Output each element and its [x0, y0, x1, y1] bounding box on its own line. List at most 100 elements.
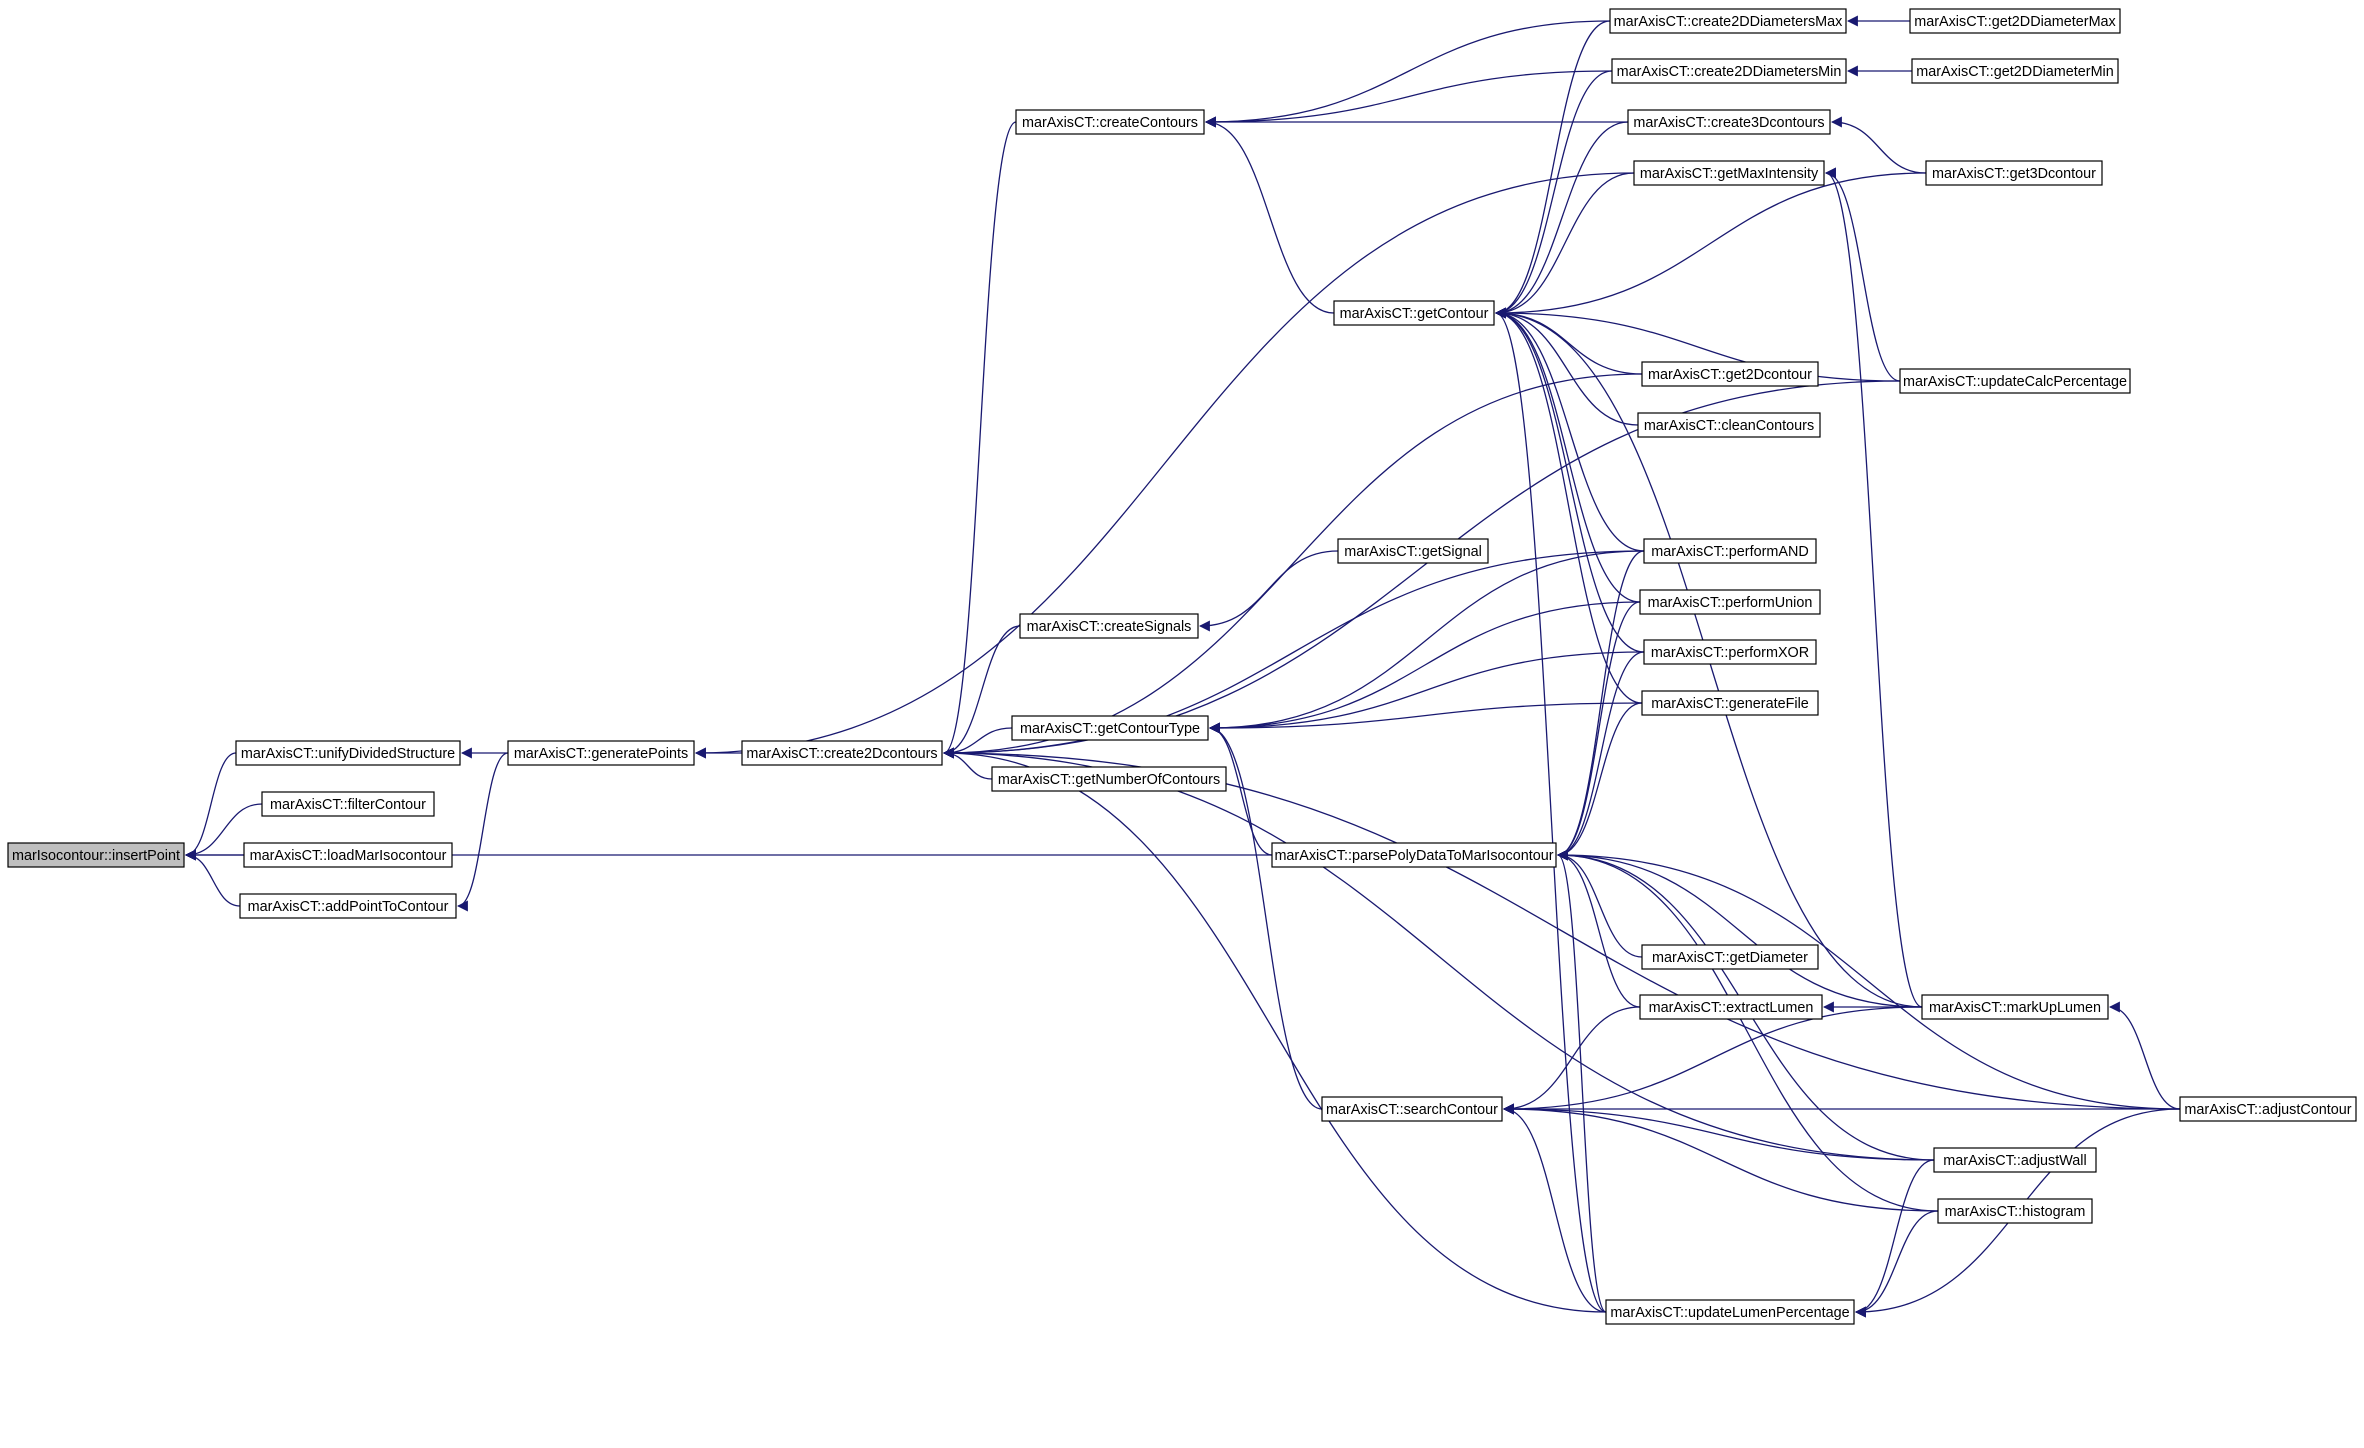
node-box-updateCalcPercentage[interactable]: [1899, 368, 2131, 394]
node-label-updateLumenPercentage: marAxisCT::updateLumenPercentage: [1610, 1305, 1849, 1321]
node-box-get2DDiameterMin[interactable]: [1911, 58, 2119, 84]
node-box-getDiameter[interactable]: [1641, 944, 1819, 970]
edge-performUnion-to-getContourType: [1208, 601, 1641, 734]
node-box-histogram[interactable]: [1937, 1198, 2093, 1224]
node-get3Dcontour[interactable]: marAxisCT::get3Dcontour: [1925, 160, 2103, 186]
node-get2DDiameterMin[interactable]: marAxisCT::get2DDiameterMin: [1911, 58, 2119, 84]
node-label-get2DDiameterMin: marAxisCT::get2DDiameterMin: [1916, 64, 2114, 80]
node-getNumberOfContours[interactable]: marAxisCT::getNumberOfContours: [991, 766, 1227, 792]
edge-getDiameter-to-parsePolyDataToMarIsocontour: [1556, 849, 1643, 958]
edge-performUnion-to-parsePolyDataToMarIsocontour: [1556, 601, 1641, 861]
node-cleanContours[interactable]: marAxisCT::cleanContours: [1637, 412, 1821, 438]
node-parsePolyDataToMarIsocontour[interactable]: marAxisCT::parsePolyDataToMarIsocontour: [1271, 842, 1557, 868]
node-label-getMaxIntensity: marAxisCT::getMaxIntensity: [1640, 166, 1819, 182]
node-box-get2DDiameterMax[interactable]: [1909, 8, 2121, 34]
node-adjustWall[interactable]: marAxisCT::adjustWall: [1933, 1147, 2097, 1173]
node-create2DDiametersMax[interactable]: marAxisCT::create2DDiametersMax: [1609, 8, 1847, 34]
node-box-performAND[interactable]: [1643, 538, 1817, 564]
edge-histogram-to-searchContour: [1502, 1103, 1939, 1212]
edge-performUnion-to-getContour: [1494, 307, 1641, 603]
node-extractLumen[interactable]: marAxisCT::extractLumen: [1639, 994, 1823, 1020]
node-box-parsePolyDataToMarIsocontour[interactable]: [1271, 842, 1557, 868]
node-histogram[interactable]: marAxisCT::histogram: [1937, 1198, 2093, 1224]
node-box-create3Dcontours[interactable]: [1627, 109, 1831, 135]
node-box-extractLumen[interactable]: [1639, 994, 1823, 1020]
node-box-getContourType[interactable]: [1011, 715, 1209, 741]
node-getMaxIntensity[interactable]: marAxisCT::getMaxIntensity: [1633, 160, 1825, 186]
node-box-generateFile[interactable]: [1641, 690, 1819, 716]
node-create2DDiametersMin[interactable]: marAxisCT::create2DDiametersMin: [1611, 58, 1847, 84]
node-box-getNumberOfContours[interactable]: [991, 766, 1227, 792]
node-generateFile[interactable]: marAxisCT::generateFile: [1641, 690, 1819, 716]
node-box-generatePoints[interactable]: [507, 740, 695, 766]
node-box-unifyDividedStructure[interactable]: [235, 740, 461, 766]
node-box-insertPoint[interactable]: [7, 842, 185, 868]
node-createContours[interactable]: marAxisCT::createContours: [1015, 109, 1205, 135]
node-performUnion[interactable]: marAxisCT::performUnion: [1639, 589, 1821, 615]
node-box-updateLumenPercentage[interactable]: [1605, 1299, 1855, 1325]
node-getDiameter[interactable]: marAxisCT::getDiameter: [1641, 944, 1819, 970]
node-markUpLumen[interactable]: marAxisCT::markUpLumen: [1921, 994, 2109, 1020]
node-box-get2Dcontour[interactable]: [1641, 361, 1819, 387]
node-box-createContours[interactable]: [1015, 109, 1205, 135]
node-unifyDividedStructure[interactable]: marAxisCT::unifyDividedStructure: [235, 740, 461, 766]
node-box-addPointToContour[interactable]: [239, 893, 457, 919]
node-box-filterContour[interactable]: [261, 791, 435, 817]
edge-performAND-to-create2Dcontours: [942, 550, 1645, 759]
node-generatePoints[interactable]: marAxisCT::generatePoints: [507, 740, 695, 766]
node-updateLumenPercentage[interactable]: marAxisCT::updateLumenPercentage: [1605, 1299, 1855, 1325]
node-adjustContour[interactable]: marAxisCT::adjustContour: [2179, 1096, 2357, 1122]
node-label-generateFile: marAxisCT::generateFile: [1651, 696, 1809, 712]
node-get2Dcontour[interactable]: marAxisCT::get2Dcontour: [1641, 361, 1819, 387]
node-label-performAND: marAxisCT::performAND: [1651, 544, 1809, 560]
node-box-create2Dcontours[interactable]: [741, 740, 943, 766]
node-updateCalcPercentage[interactable]: marAxisCT::updateCalcPercentage: [1899, 368, 2131, 394]
node-filterContour[interactable]: marAxisCT::filterContour: [261, 791, 435, 817]
node-create2Dcontours[interactable]: marAxisCT::create2Dcontours: [741, 740, 943, 766]
node-box-getContour[interactable]: [1333, 300, 1495, 326]
node-box-createSignals[interactable]: [1019, 613, 1199, 639]
node-get2DDiameterMax[interactable]: marAxisCT::get2DDiameterMax: [1909, 8, 2121, 34]
node-insertPoint[interactable]: marIsocontour::insertPoint: [7, 842, 185, 868]
node-box-adjustContour[interactable]: [2179, 1096, 2357, 1122]
node-box-performXOR[interactable]: [1643, 639, 1817, 665]
node-performXOR[interactable]: marAxisCT::performXOR: [1643, 639, 1817, 665]
node-box-adjustWall[interactable]: [1933, 1147, 2097, 1173]
edge-updateLumenPercentage-to-searchContour: [1502, 1103, 1607, 1313]
node-box-getMaxIntensity[interactable]: [1633, 160, 1825, 186]
node-addPointToContour[interactable]: marAxisCT::addPointToContour: [239, 893, 457, 919]
node-label-updateCalcPercentage: marAxisCT::updateCalcPercentage: [1903, 374, 2127, 390]
edge-histogram-to-updateLumenPercentage: [1854, 1210, 1939, 1318]
node-label-get3Dcontour: marAxisCT::get3Dcontour: [1932, 166, 2096, 182]
node-loadMarIsocontour[interactable]: marAxisCT::loadMarIsocontour: [243, 842, 453, 868]
node-label-getNumberOfContours: marAxisCT::getNumberOfContours: [998, 772, 1220, 788]
edge-adjustContour-to-create2Dcontours: [942, 747, 2181, 1110]
edge-getNumberOfContours-to-create2Dcontours: [942, 747, 993, 780]
edge-performXOR-to-getContour: [1494, 307, 1645, 653]
node-box-getSignal[interactable]: [1337, 538, 1489, 564]
edge-updateLumenPercentage-to-parsePolyDataToMarIsocontour: [1556, 849, 1607, 1313]
node-getContour[interactable]: marAxisCT::getContour: [1333, 300, 1495, 326]
node-box-markUpLumen[interactable]: [1921, 994, 2109, 1020]
node-box-searchContour[interactable]: [1321, 1096, 1503, 1122]
node-getContourType[interactable]: marAxisCT::getContourType: [1011, 715, 1209, 741]
node-box-get3Dcontour[interactable]: [1925, 160, 2103, 186]
edge-generatePoints-to-addPointToContour: [456, 752, 509, 912]
node-box-create2DDiametersMin[interactable]: [1611, 58, 1847, 84]
node-label-unifyDividedStructure: marAxisCT::unifyDividedStructure: [241, 746, 455, 762]
node-getSignal[interactable]: marAxisCT::getSignal: [1337, 538, 1489, 564]
edge-markUpLumen-to-parsePolyDataToMarIsocontour: [1556, 849, 1923, 1008]
node-box-cleanContours[interactable]: [1637, 412, 1821, 438]
node-create3Dcontours[interactable]: marAxisCT::create3Dcontours: [1627, 109, 1831, 135]
node-searchContour[interactable]: marAxisCT::searchContour: [1321, 1096, 1503, 1122]
node-label-getDiameter: marAxisCT::getDiameter: [1652, 950, 1808, 966]
node-box-performUnion[interactable]: [1639, 589, 1821, 615]
node-box-loadMarIsocontour[interactable]: [243, 842, 453, 868]
node-box-create2DDiametersMax[interactable]: [1609, 8, 1847, 34]
edge-unifyDividedStructure-to-insertPoint: [184, 752, 237, 861]
edge-get3Dcontour-to-create3Dcontours: [1830, 116, 1927, 174]
node-label-filterContour: marAxisCT::filterContour: [270, 797, 426, 813]
node-performAND[interactable]: marAxisCT::performAND: [1643, 538, 1817, 564]
node-createSignals[interactable]: marAxisCT::createSignals: [1019, 613, 1199, 639]
